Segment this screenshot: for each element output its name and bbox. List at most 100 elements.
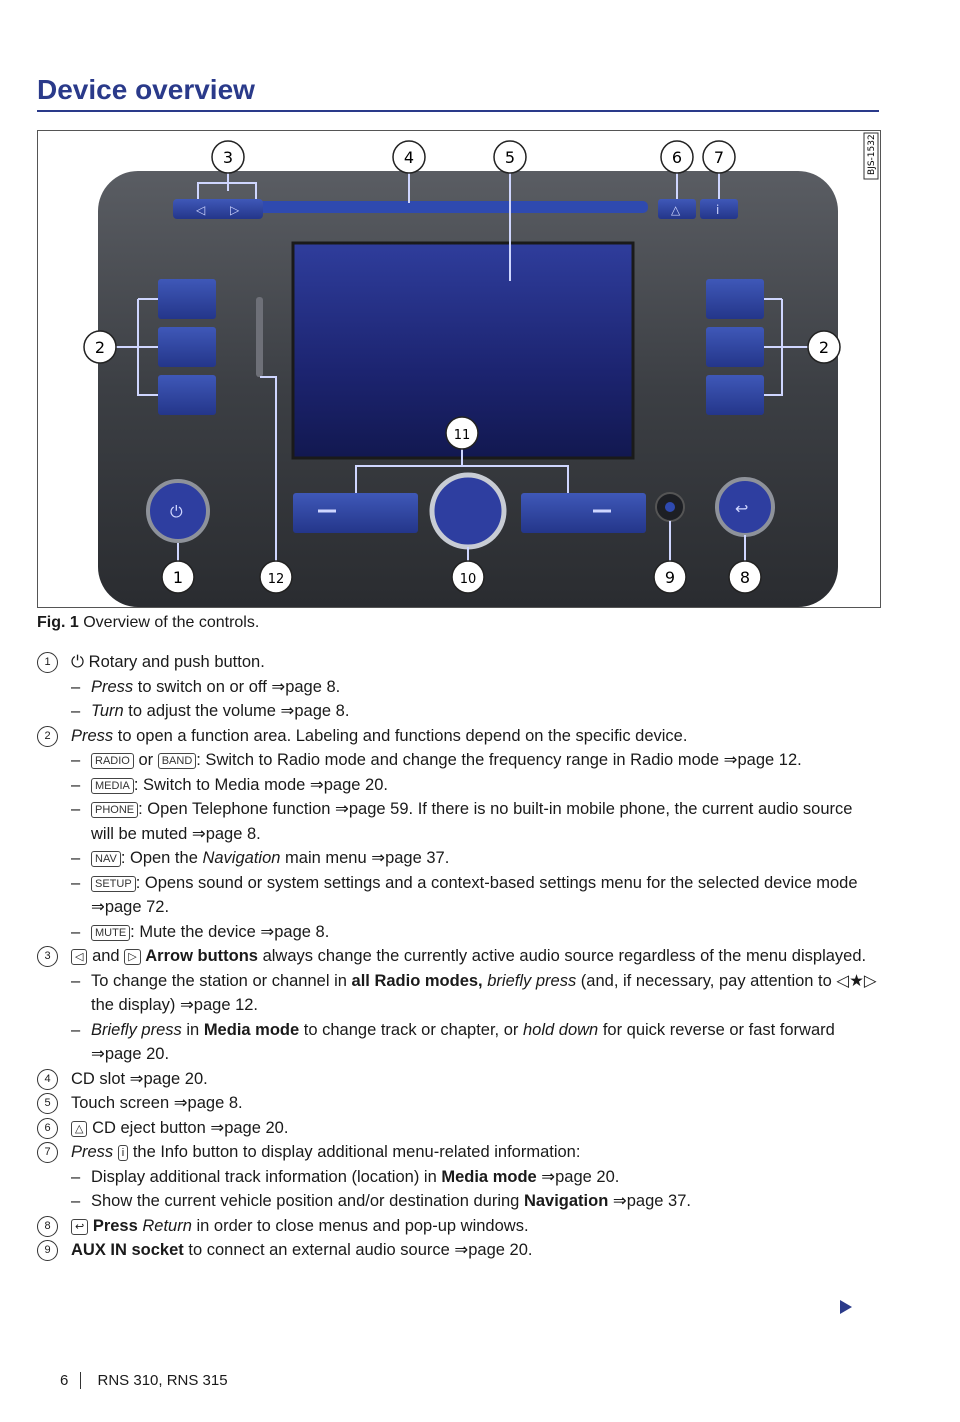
page-footer: 6 RNS 310, RNS 315 [60, 1372, 228, 1389]
cd-slot [178, 201, 648, 213]
controls-description: 1 ⏻ Rotary and push button. Press to swi… [37, 650, 879, 1263]
figure-code-box [863, 132, 879, 180]
sub-item: PHONE: Open Telephone function ⇒page 59.… [37, 797, 879, 846]
footer-model: RNS 310, RNS 315 [97, 1372, 228, 1389]
callout-3: 3 [211, 140, 245, 174]
callout-lines [116, 173, 808, 561]
setup-key: SETUP [91, 875, 136, 892]
svg-text:i: i [716, 203, 719, 217]
callout-9: 9 [653, 560, 687, 594]
device-figure: ◁ ▷ △ i ⏻ ↩ [37, 130, 881, 608]
caption-text: Overview of the controls. [83, 614, 260, 631]
svg-text:9: 9 [665, 568, 675, 587]
list-item-3: 3 ◁ and ▷ Arrow buttons always change th… [37, 944, 879, 969]
callout-2-left: 2 [83, 330, 117, 364]
callout-markers: 3 4 5 6 7 2 2 11 1 12 10 9 8 [83, 140, 841, 594]
callout-4: 4 [392, 140, 426, 174]
item-number: 7 [37, 1142, 58, 1163]
item-number: 6 [37, 1117, 58, 1139]
item-number: 8 [37, 1215, 58, 1237]
svg-text:2: 2 [95, 338, 105, 357]
power-icon: ⏻ [71, 653, 85, 671]
figure-caption: Fig. 1 Overview of the controls. [37, 614, 259, 632]
figure-code: BJS-1532 [867, 134, 877, 175]
left-function-buttons [158, 279, 216, 415]
callout-5: 5 [493, 140, 527, 174]
svg-text:⏻: ⏻ [170, 502, 183, 521]
list-item-2: 2 Press to open a function area. Labelin… [37, 724, 879, 749]
sub-item: Turn to adjust the volume ⇒page 8. [37, 699, 879, 724]
item-number: 5 [37, 1093, 58, 1114]
svg-text:↩: ↩ [735, 499, 748, 518]
menu-knob [429, 472, 507, 550]
svg-text:5: 5 [505, 148, 515, 167]
sub-item: To change the station or channel in all … [37, 969, 879, 1018]
svg-text:△: △ [671, 203, 681, 217]
callout-2-right: 2 [807, 330, 841, 364]
svg-text:7: 7 [714, 148, 724, 167]
list-item-1: 1 ⏻ Rotary and push button. [37, 650, 879, 675]
device-illustration: ◁ ▷ △ i ⏻ ↩ [38, 131, 880, 607]
media-key: MEDIA [91, 777, 134, 794]
mute-key: MUTE [91, 924, 131, 941]
eject-button [658, 199, 696, 219]
svg-text:▷: ▷ [230, 203, 240, 217]
callout-12: 12 [259, 560, 293, 594]
caption-label: Fig. 1 [37, 614, 79, 631]
svg-text:2: 2 [819, 338, 829, 357]
radio-key: RADIO [91, 753, 134, 769]
next-page-arrow-icon [840, 1300, 852, 1314]
callout-6: 6 [660, 140, 694, 174]
item-number: 4 [37, 1068, 58, 1090]
item-number: 1 [37, 652, 58, 673]
power-knob [146, 479, 210, 543]
svg-text:11: 11 [454, 428, 471, 443]
sub-item: Display additional track information (lo… [37, 1165, 879, 1190]
left-arrow-icon: ◁ [71, 949, 88, 965]
svg-text:6: 6 [672, 148, 682, 167]
callout-7: 7 [702, 140, 736, 174]
nav-key: NAV [91, 851, 121, 867]
arrow-buttons [173, 199, 263, 219]
right-seek-button [521, 493, 646, 533]
page-title: Device overview [37, 74, 255, 105]
svg-text:◁: ◁ [195, 203, 205, 217]
item-number: 3 [37, 946, 58, 967]
list-item-6: 6△ CD eject button ⇒page 20. [37, 1116, 879, 1141]
sub-item: RADIO or BAND: Switch to Radio mode and … [37, 748, 879, 773]
svg-text:3: 3 [223, 148, 233, 167]
svg-text:12: 12 [268, 572, 285, 587]
band-key: BAND [157, 753, 197, 769]
item-number: 2 [37, 725, 58, 747]
callout-10: 10 [451, 560, 485, 594]
svg-text:1: 1 [173, 568, 183, 587]
info-button [700, 199, 738, 219]
info-icon: i [117, 1145, 129, 1161]
title-rule [37, 110, 879, 112]
svg-text:8: 8 [740, 568, 750, 587]
callout-1: 1 [161, 560, 195, 594]
right-arrow-icon: ▷ [124, 949, 141, 965]
sub-item: NAV: Open the Navigation main menu ⇒page… [37, 846, 879, 871]
page-number: 6 [60, 1372, 82, 1389]
sub-item: Press to switch on or off ⇒page 8. [37, 675, 879, 700]
list-item-8: 8↩ Press Return in order to close menus … [37, 1214, 879, 1239]
right-function-buttons [706, 279, 764, 415]
phone-key: PHONE [91, 802, 139, 818]
item-number: 9 [37, 1240, 58, 1261]
sub-item: Show the current vehicle position and/or… [37, 1189, 879, 1214]
sub-item: MUTE: Mute the device ⇒page 8. [37, 920, 879, 945]
eject-icon: △ [71, 1120, 88, 1137]
sub-item: SETUP: Opens sound or system settings an… [37, 871, 879, 920]
callout-11: 11 [445, 416, 479, 450]
sub-item: MEDIA: Switch to Media mode ⇒page 20. [37, 773, 879, 798]
svg-text:4: 4 [404, 148, 414, 167]
sub-item: Briefly press in Media mode to change tr… [37, 1018, 879, 1067]
callout-8: 8 [728, 560, 762, 594]
return-icon: ↩ [71, 1218, 89, 1235]
svg-text:10: 10 [460, 572, 477, 587]
